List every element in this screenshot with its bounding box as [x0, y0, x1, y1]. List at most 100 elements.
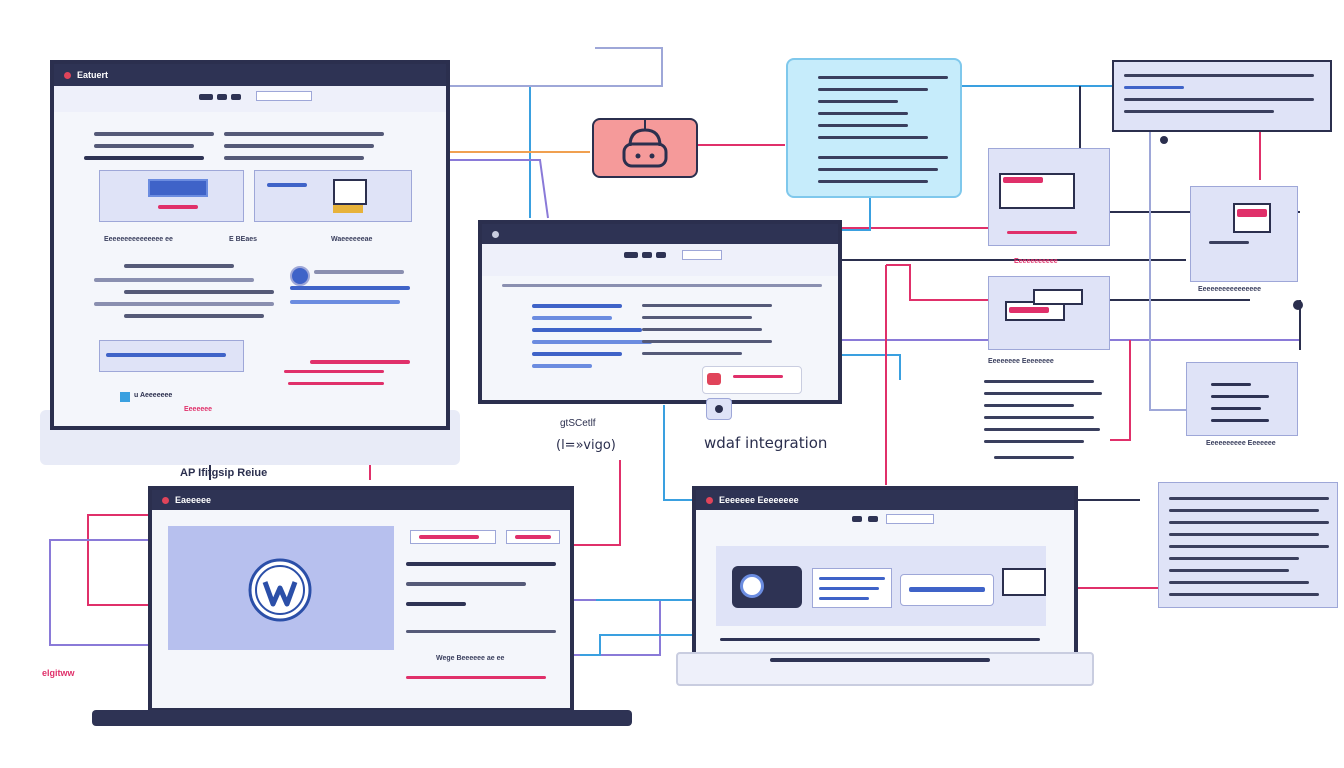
- side-caption: Eeeeeeeeee Eeeeeee: [1206, 440, 1276, 447]
- nav-pill[interactable]: [624, 252, 638, 258]
- text-line: [1124, 74, 1314, 77]
- text-line: [1124, 110, 1274, 113]
- connector: [572, 460, 621, 546]
- strip-line: [819, 577, 885, 580]
- text-line: [1169, 545, 1329, 548]
- text-line: [124, 290, 274, 294]
- search-box[interactable]: [886, 514, 934, 524]
- panel-line: [1237, 209, 1267, 217]
- card-accent: [158, 205, 198, 209]
- text-line: [642, 328, 762, 331]
- content-card[interactable]: [99, 170, 244, 222]
- tag-chip: [120, 392, 130, 402]
- row-label: Waeeeeeeae: [331, 236, 373, 243]
- nav-pill[interactable]: [852, 516, 862, 522]
- text-line: [642, 352, 742, 355]
- connector: [450, 47, 663, 87]
- content-card[interactable]: [254, 170, 412, 222]
- side-panel-1[interactable]: [988, 148, 1110, 246]
- notification-chip[interactable]: [702, 366, 802, 394]
- list-bar[interactable]: [532, 340, 652, 344]
- nav-pill[interactable]: [868, 516, 878, 522]
- camera-mini: [706, 398, 732, 420]
- connector: [49, 539, 148, 646]
- panel-line: [1003, 177, 1043, 183]
- text-line: [406, 630, 556, 633]
- search-box[interactable]: [256, 91, 312, 101]
- search-box[interactable]: [682, 250, 722, 260]
- text-line: [818, 88, 928, 91]
- connector: [886, 264, 988, 301]
- text-line: [1169, 581, 1309, 584]
- text-line: [642, 340, 772, 343]
- list-bar[interactable]: [532, 352, 622, 356]
- hero-panel[interactable]: [168, 526, 394, 650]
- text-line: [406, 582, 526, 586]
- content-card[interactable]: [99, 340, 244, 372]
- camera-lens: [740, 574, 764, 598]
- touchpad: [770, 658, 990, 662]
- bottom-right-laptop: Eeeeeee Eeeeeeee: [692, 486, 1078, 656]
- text-line: [818, 124, 908, 127]
- connector: [842, 354, 901, 380]
- text-line: [314, 270, 404, 274]
- card-line: [267, 183, 307, 187]
- text-line: [984, 380, 1094, 383]
- list-bar[interactable]: [532, 304, 622, 308]
- tag-line: [419, 535, 479, 539]
- list-bar[interactable]: [532, 364, 592, 368]
- center-code-1: gtSCetlf: [560, 418, 596, 429]
- text-line: [94, 278, 254, 282]
- text-line: [1209, 241, 1249, 244]
- list-bar[interactable]: [532, 328, 642, 332]
- list-bar[interactable]: [532, 316, 612, 320]
- nav-pill[interactable]: [656, 252, 666, 258]
- progress-track[interactable]: [720, 638, 1040, 641]
- card-line: [106, 353, 226, 357]
- nav-pill[interactable]: [231, 94, 241, 100]
- nav-pill[interactable]: [199, 94, 213, 100]
- side-caption: Eeeeeeeeeee: [1014, 258, 1058, 265]
- laptop-base: [676, 652, 1094, 686]
- text-line: [502, 284, 822, 287]
- text-line: [406, 602, 466, 606]
- text-line: [984, 392, 1102, 395]
- title-bar: Eaeeeee: [152, 490, 570, 510]
- text-line: [994, 456, 1074, 459]
- nav-pill[interactable]: [642, 252, 652, 258]
- side-panel-2[interactable]: [1190, 186, 1298, 282]
- center-code-2: (l=»vigo): [556, 438, 616, 453]
- nav-strip: [54, 86, 446, 112]
- text-line: [288, 382, 384, 385]
- side-panel-3[interactable]: [988, 276, 1110, 350]
- text-line: [1124, 98, 1314, 101]
- strip-line: [819, 597, 869, 600]
- tag-button[interactable]: [410, 530, 496, 544]
- panel-line: [1009, 307, 1049, 313]
- top-left-window: Eatuert Eeeeeeeeeeeeeee ee E BEaes Waeee…: [50, 60, 450, 430]
- avatar: [290, 266, 310, 286]
- strip-line: [819, 587, 879, 590]
- text-line: [84, 156, 204, 160]
- text-line: [818, 112, 908, 115]
- text-line: [1211, 419, 1269, 422]
- connector: [1149, 130, 1186, 411]
- app-icon: [64, 71, 71, 79]
- panel-window: [999, 173, 1075, 209]
- text-line: [818, 180, 928, 183]
- bottom-left-laptop: Eaeeeee Wege Beeeeee ae ee: [148, 486, 574, 712]
- info-panel-cyan: [786, 58, 962, 198]
- connector: [1110, 340, 1131, 441]
- side-panel-4[interactable]: [1186, 362, 1298, 436]
- title-bar: [482, 224, 838, 244]
- text-line: [124, 314, 264, 318]
- strip-line: [909, 587, 985, 592]
- lock-box[interactable]: [592, 118, 698, 178]
- text-line: [984, 416, 1094, 419]
- text-line: [224, 132, 384, 136]
- app-icon: [706, 496, 713, 504]
- text-line: [406, 562, 556, 566]
- tag-button[interactable]: [506, 530, 560, 544]
- app-icon: [492, 230, 499, 238]
- nav-pill[interactable]: [217, 94, 227, 100]
